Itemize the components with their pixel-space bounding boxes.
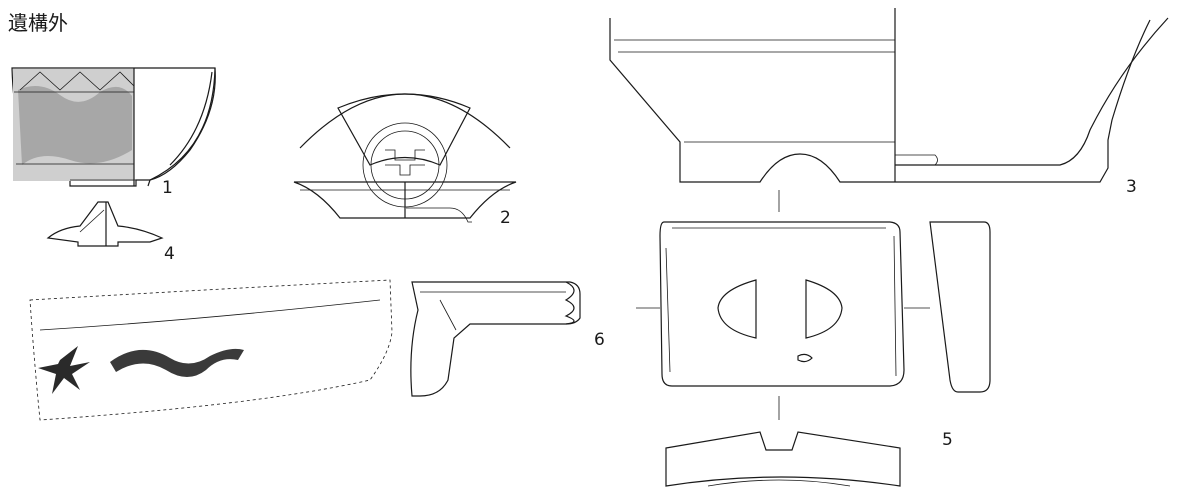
artifact-6-sherd — [29, 279, 581, 421]
figure-number-3: 3 — [1126, 177, 1137, 197]
figure-number-1: 1 — [162, 178, 173, 198]
artifact-5-block — [636, 221, 991, 487]
figure-number-4: 4 — [164, 244, 175, 264]
artifact-3-basin — [609, 8, 1169, 212]
figure-number-5: 5 — [942, 430, 953, 450]
artifact-1-bowl — [11, 67, 216, 187]
figure-number-2: 2 — [500, 208, 511, 228]
plate-heading: 遺構外 — [8, 11, 68, 35]
artifact-2-dish — [293, 93, 517, 223]
artifact-4-lid — [46, 201, 164, 247]
figure-number-6: 6 — [594, 330, 605, 350]
